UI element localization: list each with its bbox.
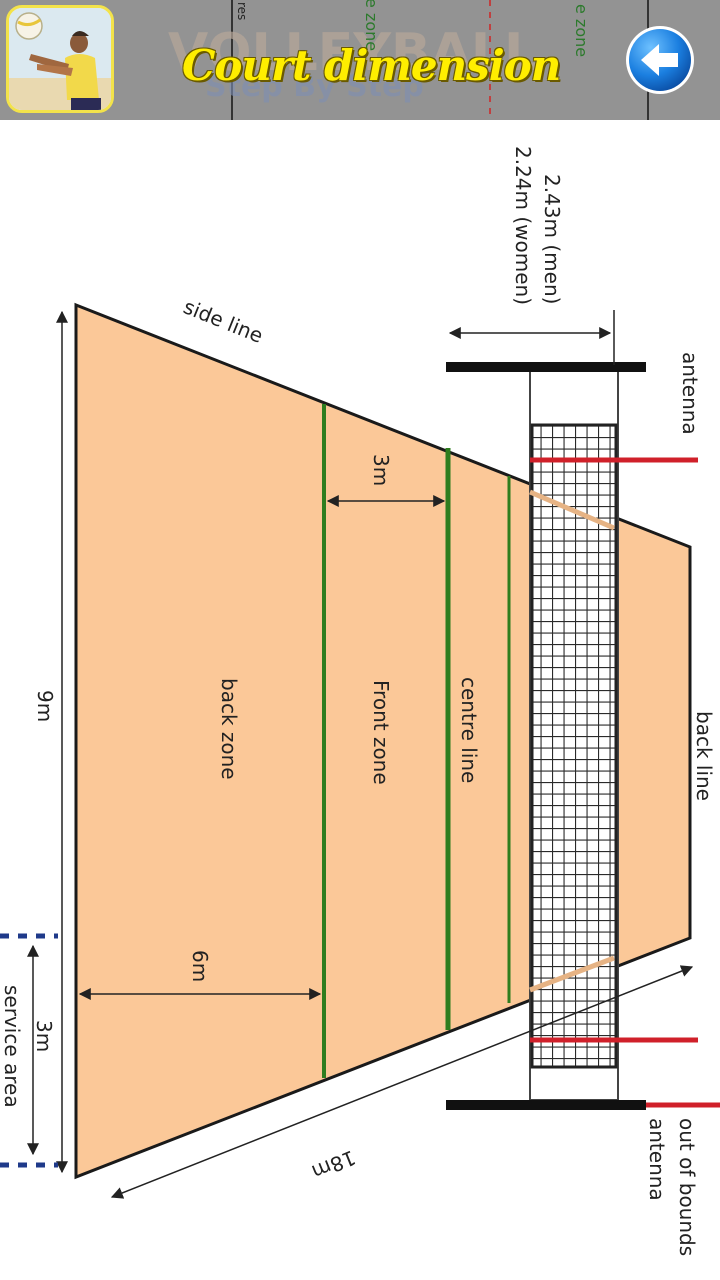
watermark-subtitle: Step By Step [205,69,424,104]
page-title: Court dimension [182,41,561,90]
front-zone-distance-label: 3m [369,454,393,486]
back-zone-distance-label: 6m [188,950,212,982]
app-header: VOLLEYBALL Step By Step e zone e zone re… [0,0,720,120]
length-arrow [110,965,694,1199]
side-line-label: side line [180,294,266,348]
back-button[interactable] [624,24,696,96]
net-height-men-label: 2.43m (men) [540,174,564,304]
back-line-label: back line [692,711,716,801]
watermark-fragment: e zone [572,4,591,57]
front-zone-label: Front zone [369,680,393,785]
net-sideline-overlay [529,489,615,531]
watermark-title: VOLLEYBALL [168,23,537,83]
service-area-distance-label: 3m [32,1020,56,1052]
centre-line-label: centre line [457,677,481,783]
out-of-bounds-label: out of bounds [675,1118,699,1256]
service-area-label: service area [0,985,24,1108]
court-diagram: 2.43m (men) 2.24m (women) antenna side l… [0,146,720,1256]
net-height-women-label: 2.24m (women) [511,146,535,305]
header-background: VOLLEYBALL Step By Step e zone e zone re… [0,0,720,120]
back-zone-label: back zone [217,678,241,780]
length-label: 18m [308,1145,359,1184]
watermark-fragment: e zone [362,0,381,51]
volleyball-player-icon[interactable] [6,5,114,113]
antenna-label: antenna [678,352,702,435]
watermark-fragment: res [235,2,249,20]
antenna-bottom-label: antenna [645,1118,669,1201]
back-arrow-icon [626,26,694,94]
width-label: 9m [33,690,57,722]
